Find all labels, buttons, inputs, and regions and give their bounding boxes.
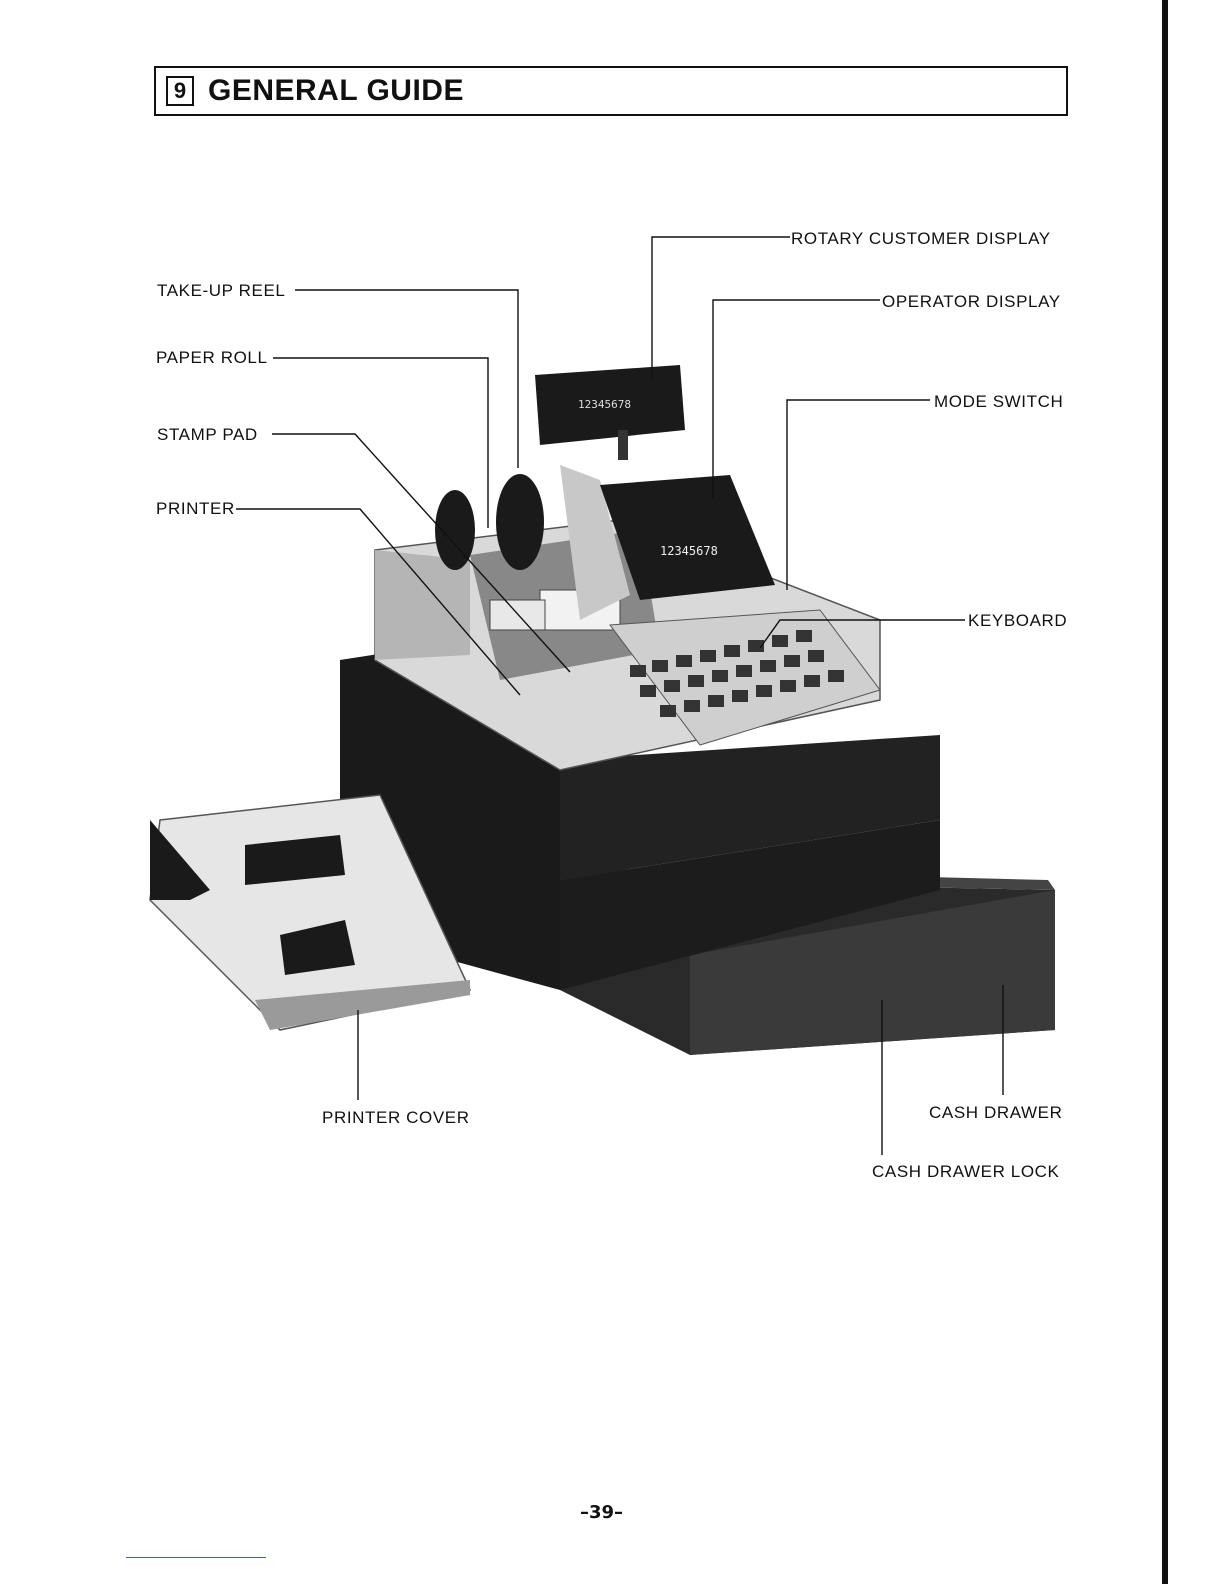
label-cash-drawer-lock: CASH DRAWER LOCK	[872, 1162, 1060, 1182]
label-keyboard: KEYBOARD	[968, 611, 1067, 631]
label-paper-roll: PAPER ROLL	[156, 348, 268, 368]
footer-rule	[126, 1557, 266, 1558]
label-take-up-reel: TAKE-UP REEL	[157, 281, 285, 301]
label-stamp-pad: STAMP PAD	[157, 425, 258, 445]
page-number: –39–	[580, 1502, 623, 1523]
label-printer: PRINTER	[156, 499, 235, 519]
label-printer-cover: PRINTER COVER	[322, 1108, 470, 1128]
label-rotary-customer-display: ROTARY CUSTOMER DISPLAY	[791, 229, 1051, 249]
operator-display-digits: 12345678	[660, 544, 718, 558]
customer-display-digits: 12345678	[578, 398, 631, 411]
label-mode-switch: MODE SWITCH	[934, 392, 1063, 412]
label-cash-drawer: CASH DRAWER	[929, 1103, 1062, 1123]
label-operator-display: OPERATOR DISPLAY	[882, 292, 1061, 312]
customer-display-shape: 12345678	[535, 365, 685, 460]
